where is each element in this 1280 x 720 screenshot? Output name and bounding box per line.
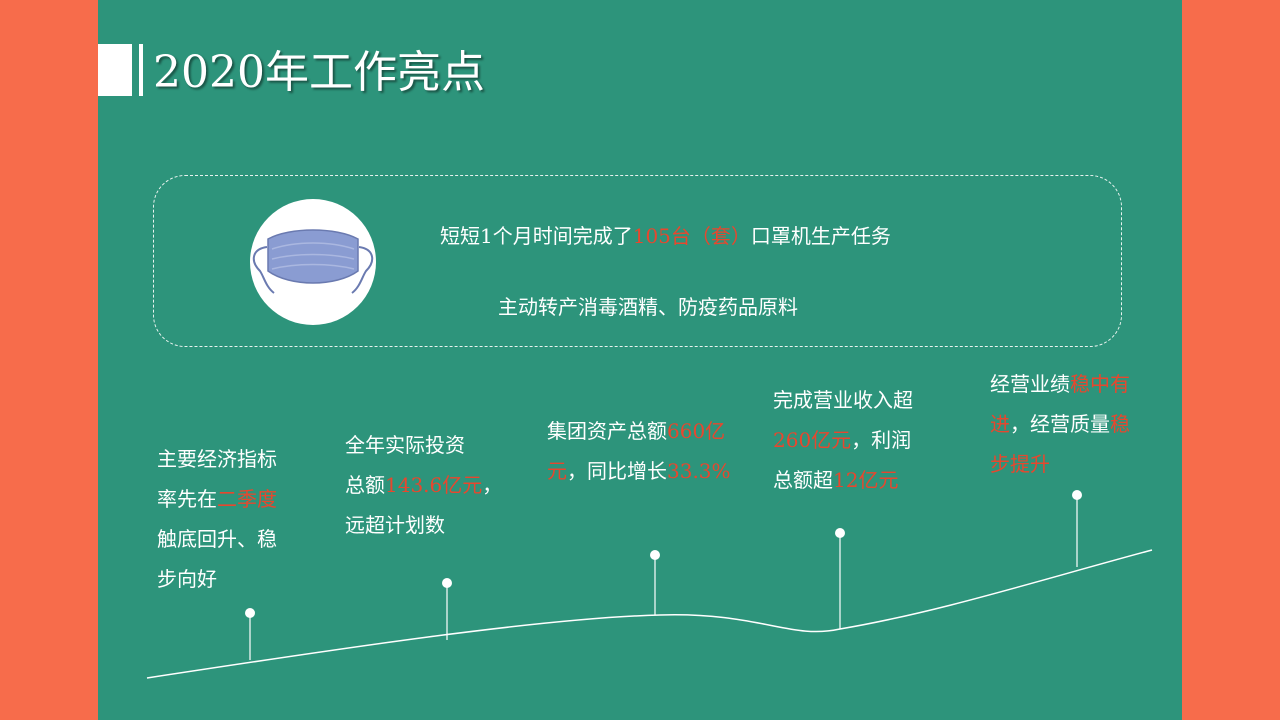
right-accent-panel [1182, 0, 1280, 720]
milestone-text: ，利润 [851, 428, 912, 452]
slide-background [98, 0, 1182, 720]
milestone-text: 经营业绩 [990, 372, 1070, 396]
face-mask-icon [252, 229, 374, 294]
timeline-marker-1 [245, 608, 255, 618]
milestone-highlight: 260亿元 [773, 428, 852, 452]
milestone-text: 触底回升、稳 [157, 527, 277, 551]
highlight-line-masks: 短短1个月时间完成了105台（套）口罩机生产任务 [440, 220, 891, 249]
milestone-highlight: 步提升 [990, 452, 1050, 476]
milestone-highlight: 660亿 [667, 419, 726, 443]
highlight-box [153, 175, 1122, 347]
milestone-text: 率先在 [157, 487, 217, 511]
milestone-assets: 集团资产总额660亿 元，同比增长33.3% [547, 411, 731, 491]
milestone-performance: 经营业绩稳中有 进，经营质量稳 步提升 [990, 364, 1130, 484]
milestone-highlight: 二季度 [217, 487, 277, 511]
milestone-text: 总额超 [773, 468, 833, 492]
milestone-text: 步向好 [157, 567, 217, 591]
milestone-text: 全年实际投资 [345, 433, 465, 457]
timeline-marker-5 [1072, 490, 1082, 500]
line1-highlight: 105台（套） [632, 224, 751, 248]
milestone-highlight: 12亿元 [833, 468, 899, 492]
line1-text: 短短1个月时间完成了 [440, 224, 633, 248]
milestone-economic-indicators: 主要经济指标 率先在二季度 触底回升、稳 步向好 [157, 439, 277, 599]
milestone-highlight: 稳 [1110, 412, 1130, 436]
timeline-marker-3 [650, 550, 660, 560]
milestone-text: 总额 [345, 473, 385, 497]
milestone-investment: 全年实际投资 总额143.6亿元， 远超计划数 [345, 425, 502, 545]
milestone-text: ，同比增长 [567, 459, 667, 483]
milestone-text: ，经营质量 [1010, 412, 1110, 436]
timeline-marker-4 [835, 528, 845, 538]
milestone-highlight: 稳中有 [1070, 372, 1130, 396]
milestone-text: 集团资产总额 [547, 419, 667, 443]
milestone-text: ， [482, 473, 503, 497]
milestone-highlight: 143.6亿元 [385, 473, 483, 497]
milestone-text: 远超计划数 [345, 513, 445, 537]
page-title: 2020年工作亮点 [153, 47, 485, 98]
line1-text-end: 口罩机生产任务 [750, 224, 891, 248]
milestone-revenue: 完成营业收入超 260亿元，利润 总额超12亿元 [773, 380, 913, 500]
title-marker-bar [139, 44, 143, 96]
milestone-text: 主要经济指标 [157, 447, 277, 471]
milestone-highlight: 元 [547, 459, 567, 483]
milestone-highlight: 33.3% [667, 459, 731, 483]
milestone-text: 完成营业收入超 [773, 388, 913, 412]
timeline-marker-2 [442, 578, 452, 588]
highlight-line-production: 主动转产消毒酒精、防疫药品原料 [498, 295, 798, 319]
left-accent-panel [0, 0, 98, 720]
milestone-highlight: 进 [990, 412, 1010, 436]
title-marker-block [98, 44, 132, 96]
